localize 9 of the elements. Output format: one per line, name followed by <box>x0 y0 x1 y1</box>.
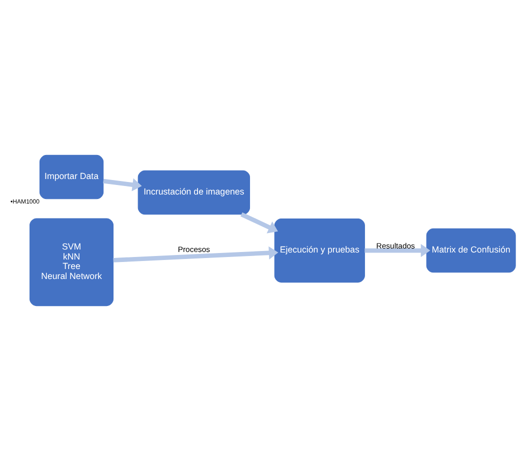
node-box: Incrustación de imagenes <box>138 170 250 215</box>
arrow <box>103 178 142 192</box>
arrow <box>113 246 278 262</box>
node-box: Ejecución y pruebas <box>274 218 365 283</box>
arrow <box>364 244 430 258</box>
node-box: Matrix de Confusión <box>426 228 516 273</box>
node-box: SVM kNN Tree Neural Network <box>30 218 114 306</box>
arrow <box>240 212 278 234</box>
node-box: Importar Data <box>39 154 104 200</box>
